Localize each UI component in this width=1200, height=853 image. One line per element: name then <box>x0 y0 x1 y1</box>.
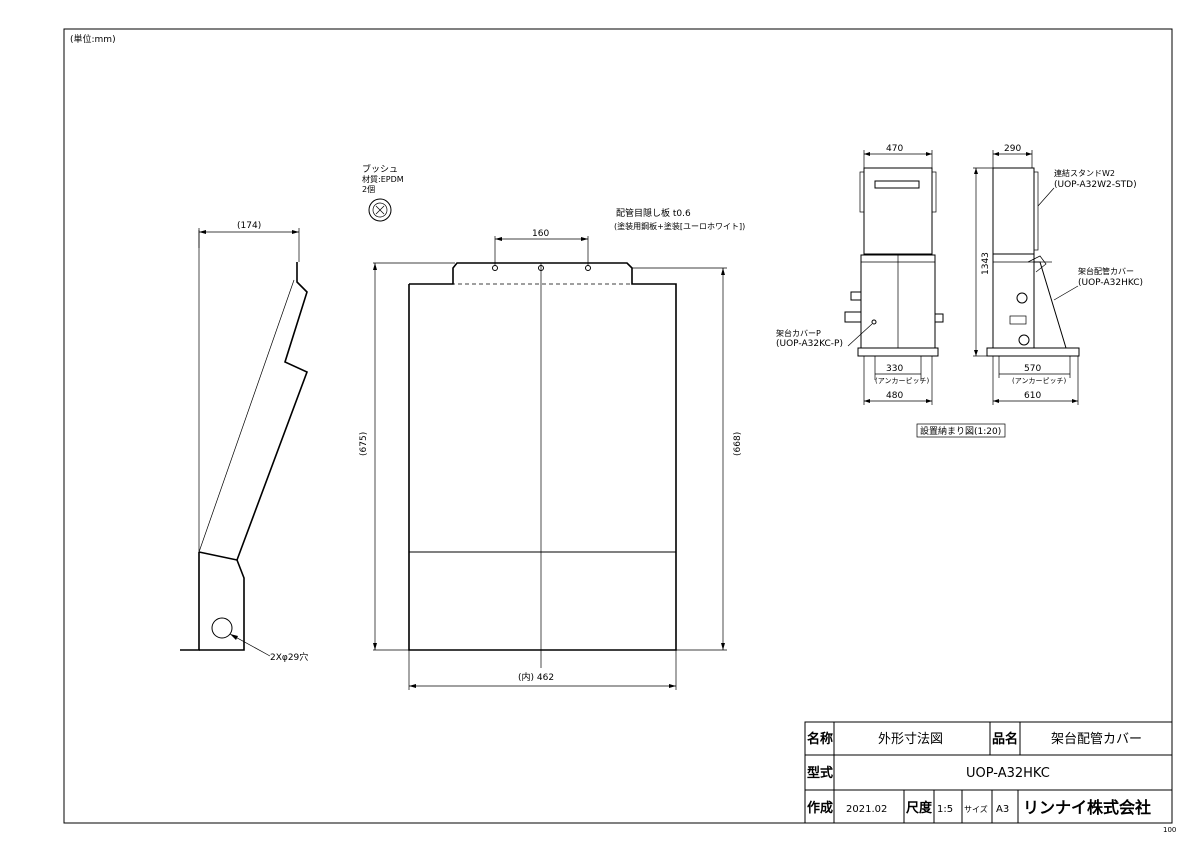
unit-note: (単位:mm) <box>70 33 116 45</box>
install-side-view: 290 1343 570 (アンカーピッチ) 610 連結スタンドW2 (UOP… <box>973 144 1143 405</box>
right-height: (668) <box>733 432 743 456</box>
hole-label: 2Xφ29穴 <box>270 651 308 663</box>
made-value: 2021.02 <box>846 804 887 815</box>
side-view: (174) 2Xφ29穴 <box>180 221 308 663</box>
plate-spec: (塗装用鋼板+塗装[ユーロホワイト]) <box>614 221 745 231</box>
model-value: UOP-A32HKC <box>966 766 1050 781</box>
bushing-title: ブッシュ <box>362 163 398 175</box>
company-name: リンナイ株式会社 <box>1023 798 1151 817</box>
install-front-width: 480 <box>886 391 903 401</box>
bushing-material: 材質:EPDM <box>362 174 404 184</box>
size-label: サイズ <box>964 804 988 814</box>
front-view: 配管目隠し板 t0.6 (塗装用鋼板+塗装[ユーロホワイト]) 160 (675… <box>359 207 745 690</box>
bushing-icon <box>368 198 392 222</box>
install-front-top-width: 470 <box>886 144 903 154</box>
page-number: 100 <box>1163 826 1176 834</box>
install-front-view: 470 330 (アンカーピッチ) 480 架台カバーP (UOP-A32KC-… <box>776 144 944 405</box>
bottom-width: (内) 462 <box>518 671 554 683</box>
left-height: (675) <box>359 432 369 456</box>
plate-title: 配管目隠し板 t0.6 <box>616 207 691 219</box>
install-caption: 設置納まり図(1:20) <box>920 425 1001 437</box>
stand-label: 連結スタンドW2 <box>1054 168 1115 178</box>
made-label: 作成 <box>807 800 833 816</box>
bushing-quantity: 2個 <box>362 184 375 194</box>
top-dim: 160 <box>532 229 549 239</box>
model-label: 型式 <box>807 765 833 781</box>
scale-label: 尺度 <box>906 800 933 816</box>
coverp-label: 架台カバーP <box>776 328 821 338</box>
stand-model: (UOP-A32W2-STD) <box>1054 180 1137 190</box>
title-block: 名称 外形寸法図 品名 架台配管カバー 型式 UOP-A32HKC 作成 202… <box>804 721 1173 824</box>
install-side-pitch-note: (アンカーピッチ) <box>1012 377 1066 385</box>
size-value: A3 <box>996 804 1009 815</box>
install-side-top-width: 290 <box>1004 144 1021 154</box>
install-front-pitch: 330 <box>886 364 903 374</box>
install-front-pitch-note: (アンカーピッチ) <box>875 377 929 385</box>
name-label: 名称 <box>807 731 833 747</box>
install-side-width: 610 <box>1024 391 1041 401</box>
product-value: 架台配管カバー <box>1051 732 1142 747</box>
cover-model: (UOP-A32HKC) <box>1078 278 1143 288</box>
mount-hole <box>211 617 233 639</box>
cover-label: 架台配管カバー <box>1078 266 1134 276</box>
name-value: 外形寸法図 <box>878 732 943 747</box>
product-label: 品名 <box>992 731 1018 747</box>
scale-value: 1:5 <box>937 804 953 815</box>
install-height: 1343 <box>981 252 991 275</box>
side-width-label: (174) <box>237 221 261 231</box>
sheet-border <box>63 28 1173 824</box>
install-side-pitch: 570 <box>1024 364 1041 374</box>
install-caption-box <box>916 423 1006 438</box>
coverp-model: (UOP-A32KC-P) <box>776 339 843 349</box>
bushing-detail: ブッシュ 材質:EPDM 2個 <box>362 163 404 222</box>
